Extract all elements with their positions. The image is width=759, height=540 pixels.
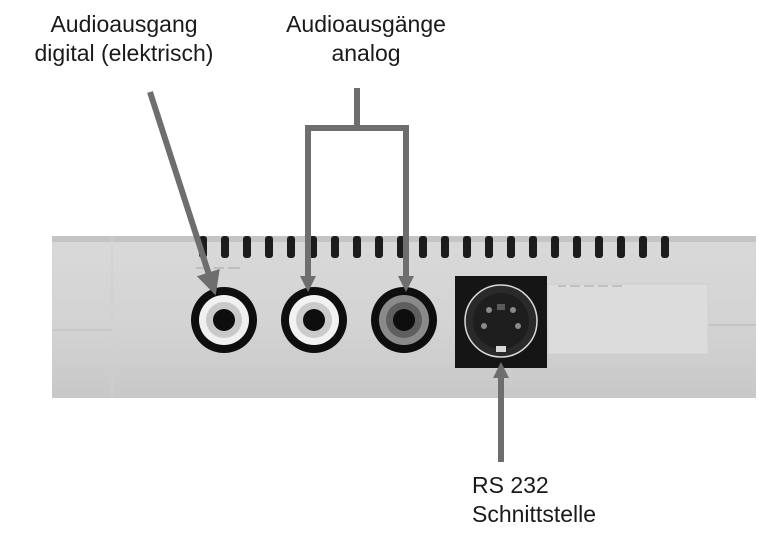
label-digital-audio-output: Audioausgang digital (elektrisch) <box>6 10 242 68</box>
arrow-digital <box>147 91 220 296</box>
arrow-analog-bracket <box>300 88 414 292</box>
label-analog-line2: analog <box>331 40 401 66</box>
mini-din-rs232-port <box>455 276 547 368</box>
arrow-rs232 <box>493 362 509 462</box>
label-rs232-line1: RS 232 <box>472 472 549 498</box>
label-analog-audio-outputs: Audioausgänge analog <box>262 10 470 68</box>
label-digital-line2: digital (elektrisch) <box>34 40 214 66</box>
label-analog-line1: Audioausgänge <box>286 11 446 37</box>
rca-jack-analog-right <box>371 287 437 353</box>
label-rs232-interface: RS 232 Schnittstelle <box>472 471 596 529</box>
label-digital-line1: Audioausgang <box>50 11 198 37</box>
rca-jack-digital <box>191 287 257 353</box>
rca-jack-analog-left <box>281 287 347 353</box>
label-rs232-line2: Schnittstelle <box>472 501 597 527</box>
